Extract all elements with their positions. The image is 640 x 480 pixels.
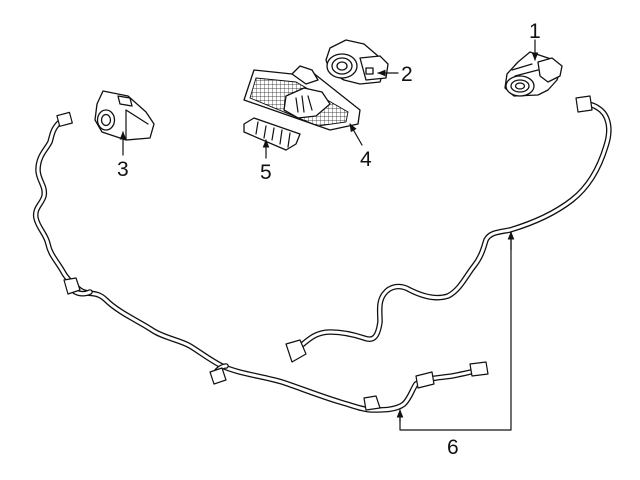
part-4-grille-bracket [243, 65, 361, 131]
part-5-adhesive-pad [243, 117, 301, 151]
leader-lines [119, 39, 539, 431]
callout-6: 6 [447, 436, 459, 459]
callout-3: 3 [117, 158, 129, 181]
part-1-parking-sensor [504, 51, 563, 97]
part-2-parking-sensor [325, 39, 389, 85]
leader-4 [349, 123, 363, 146]
callout-1: 1 [529, 20, 541, 43]
callout-4: 4 [360, 148, 372, 171]
part-6-wiring-harness [32, 95, 612, 413]
leader-6-bracket [399, 231, 512, 431]
part-3-sensor-bracket [94, 90, 155, 141]
callout-5: 5 [260, 161, 272, 184]
callout-2: 2 [401, 63, 413, 86]
